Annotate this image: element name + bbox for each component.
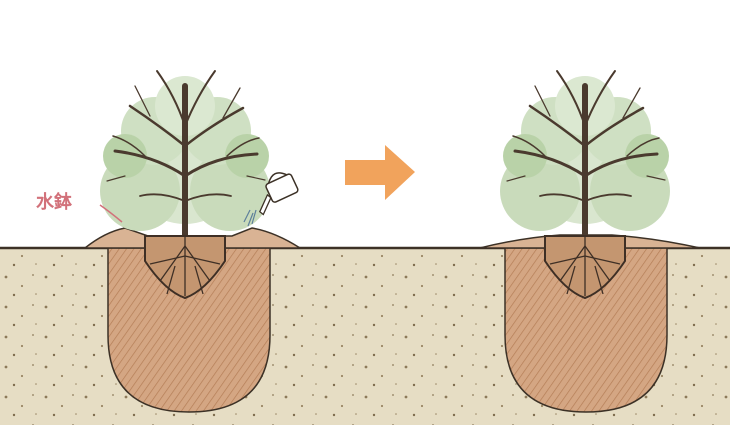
water-basin-label: 水鉢 bbox=[36, 191, 72, 213]
right-arrow-icon bbox=[345, 145, 415, 200]
